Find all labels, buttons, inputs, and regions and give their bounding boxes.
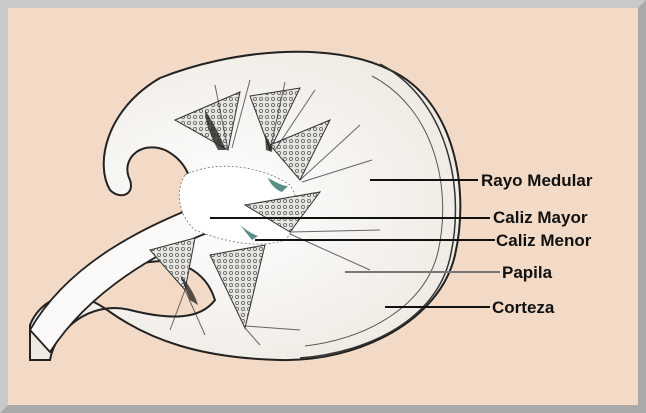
label-caliz-mayor: Caliz Mayor [493,208,588,227]
label-caliz-menor: Caliz Menor [496,231,592,250]
label-rayo-medular: Rayo Medular [481,171,593,190]
label-papila: Papila [502,263,553,282]
label-corteza: Corteza [492,298,555,317]
